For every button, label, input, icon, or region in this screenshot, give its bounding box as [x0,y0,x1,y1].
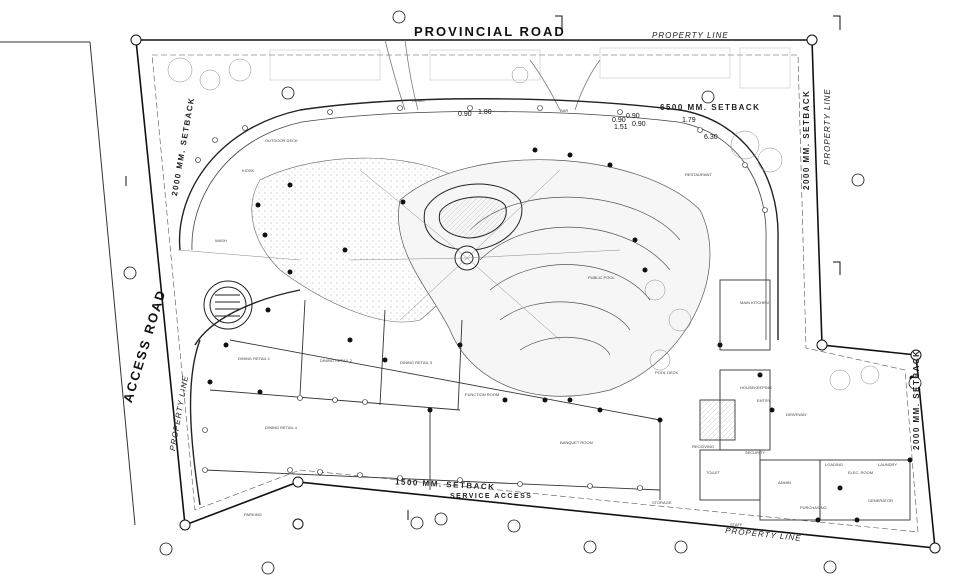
room-label: BAR [560,108,569,113]
room-label: BANQUET ROOM [560,440,593,445]
building-outline [178,98,779,506]
room-label: MAIN KITCHEN [740,300,769,305]
tick-marks [125,15,841,520]
boundary-corner-markers [130,34,941,554]
room-label: PARKING [244,512,262,517]
access-road-edge [0,41,136,526]
room-label: STAFF [730,522,743,527]
dimension-label: 6.30 [704,134,718,141]
dimension-label: 0.90 [626,113,640,120]
section-markers [123,10,922,575]
room-label: GENERATOR [868,498,893,503]
provincial-road-label: PROVINCIAL ROAD [414,24,566,39]
structural-columns-open [195,105,768,491]
room-label: POOL DECK [655,370,679,375]
property-line-label-right: PROPERTY LINE [823,88,832,165]
dimension-label: 1.79 [682,117,696,124]
room-label: TOILET [706,470,720,475]
entrance-driveway [384,39,601,111]
room-label: PUBLIC POOL [588,275,615,280]
room-label: DRIVEWAY [786,412,807,417]
room-label: OUTDOOR DECK [265,138,298,143]
room-label: ENTRY [757,398,771,403]
radial-grid-lines [177,169,621,341]
dimension-label: 0.90 [458,111,472,118]
dimension-label: 1.80 [478,109,492,116]
room-label: KIOSK [242,168,255,173]
setback-label-right: 2000 MM. SETBACK [802,89,811,190]
building-outline-inner [191,111,767,340]
room-label: HOUSEKEEPING [740,385,773,390]
room-label: ADMIN [778,480,791,485]
stair-tower [203,280,253,330]
room-label: LOBBY [412,98,426,103]
room-label: DINING RETAIL 1 [238,356,271,361]
service-access-label: SERVICE ACCESS [450,493,533,500]
room-label: PURCHASING [800,505,827,510]
room-label: RECEIVING [692,444,715,449]
landscape-trees [167,57,880,391]
dimension-label: 0.90 [632,121,646,128]
room-label: RESTAURANT [685,172,712,177]
room-label: STORAGE [652,500,672,505]
room-label: LAUNDRY [878,462,898,467]
room-label: LOADING [825,462,844,467]
dimension-label: 1.51 [614,124,628,131]
setback-label-top: 6500 MM. SETBACK [660,103,761,112]
dimension-label: 0.90 [612,117,626,124]
room-label: SECURITY [745,450,766,455]
room-label: DINING RETAIL 2 [320,358,353,363]
property-boundary [135,39,936,549]
room-label: DINING RETAIL 3 [400,360,433,365]
room-label: ELEC. ROOM [848,470,874,475]
service-block [699,279,911,521]
structural-columns [207,147,915,523]
room-label: FUNCTION ROOM [465,392,500,397]
setback-label-right-lower: 2000 MM. SETBACK [912,349,921,450]
parking-stalls [269,47,791,89]
room-label: WASH [215,238,227,243]
property-line-label-top: PROPERTY LINE [652,31,729,40]
setback-line [151,54,919,533]
room-label: DINING RETAIL 4 [265,425,298,430]
